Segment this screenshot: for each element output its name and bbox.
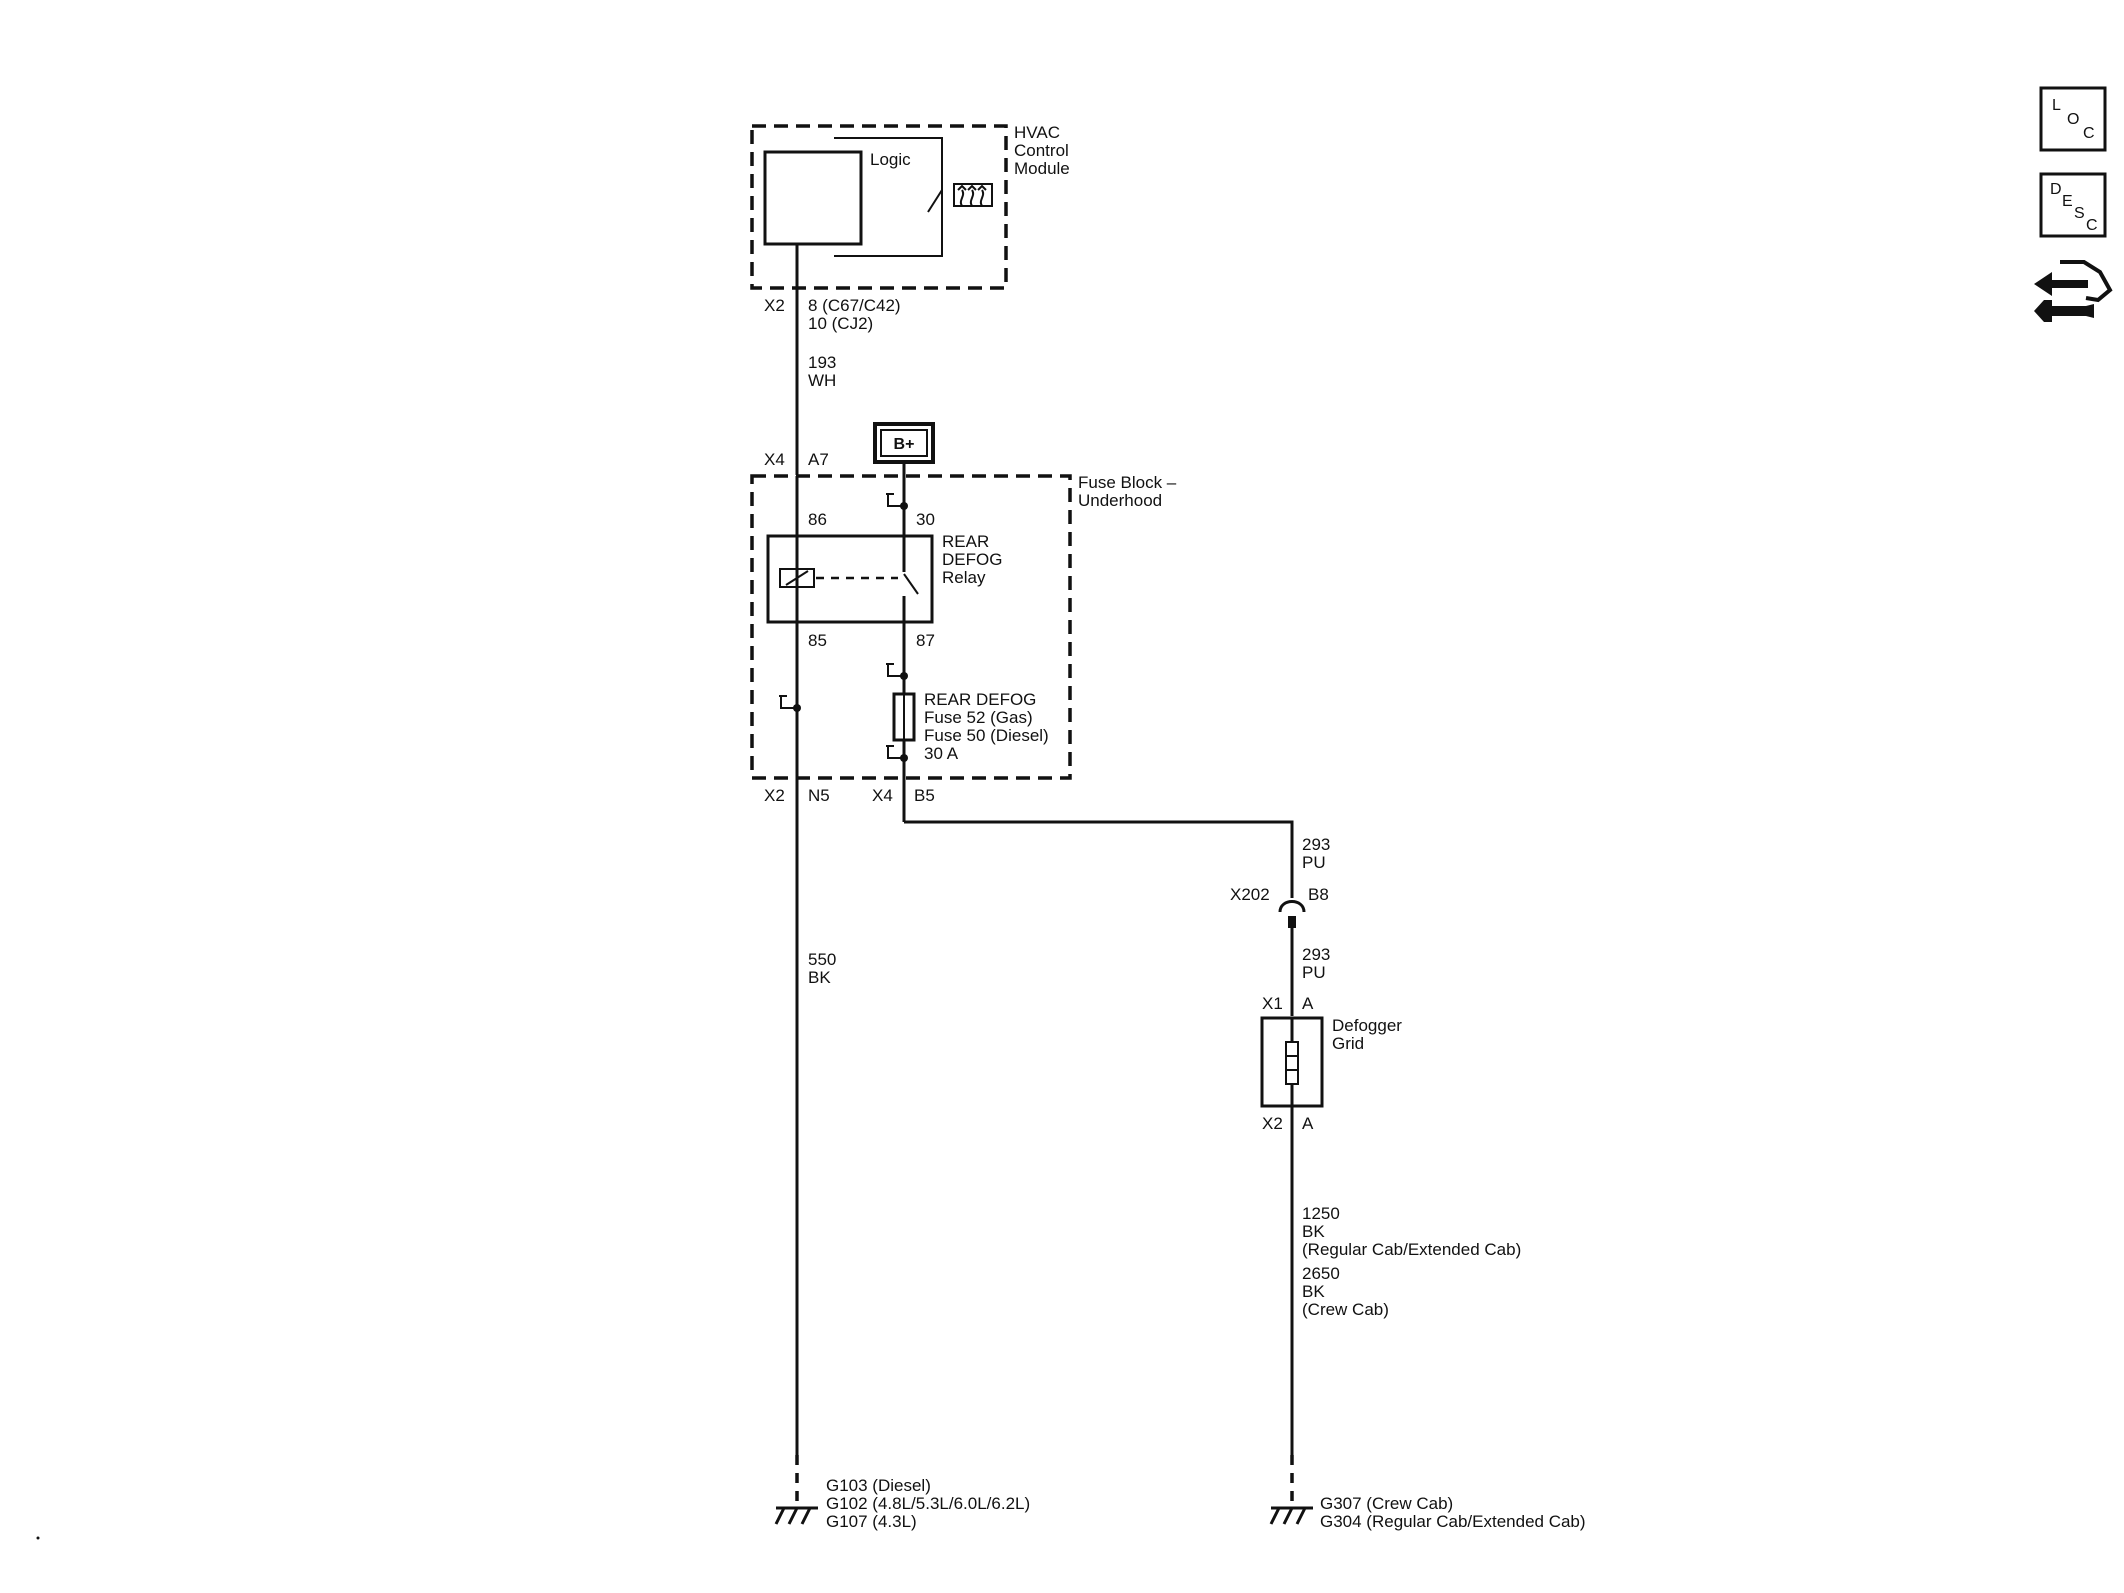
relay-pin-85: 85: [808, 631, 827, 650]
fuse-block-bottom-right-connector: X4: [872, 786, 893, 805]
hvac-pin-line2: 10 (CJ2): [808, 314, 873, 333]
ground-right[interactable]: G307 (Crew Cab) G304 (Regular Cab/Extend…: [1269, 1455, 1586, 1531]
defogger-name-line1: Defogger: [1332, 1016, 1402, 1035]
defogger-top-connector: X1: [1262, 994, 1283, 1013]
defogger-bottom-pin: A: [1302, 1114, 1314, 1133]
ground-right-icon: [1269, 1507, 1307, 1525]
defogger-name-line2: Grid: [1332, 1034, 1364, 1053]
wire-550-gauge: 550: [808, 950, 836, 969]
wire-193-gauge: 193: [808, 353, 836, 372]
wire-293-pu-upper[interactable]: [904, 820, 1294, 898]
wire-293-lower-gauge: 293: [1302, 945, 1330, 964]
description-button[interactable]: D E S C: [2039, 172, 2107, 238]
wire-2650-color: BK: [1302, 1282, 1325, 1301]
defogger-grid[interactable]: X1 A Defogger Grid X2 A: [1260, 994, 1402, 1133]
wire-1250-gauge: 1250: [1302, 1204, 1340, 1223]
fuse-line3: Fuse 50 (Diesel): [924, 726, 1049, 745]
fuse-block-underhood[interactable]: Fuse Block – Underhood: [750, 473, 1177, 780]
fuse-block-outline: [750, 474, 1072, 780]
ground-right-line2: G304 (Regular Cab/Extended Cab): [1320, 1512, 1586, 1531]
defogger-top-pin: A: [1302, 994, 1314, 1013]
rear-defog-fuse[interactable]: REAR DEFOG Fuse 52 (Gas) Fuse 50 (Diesel…: [892, 660, 1049, 822]
hvac-module-outline: [750, 124, 1008, 290]
fuse-block-bottom-right-pin: B5: [914, 786, 935, 805]
ground-left-line2: G102 (4.8L/5.3L/6.0L/6.2L): [826, 1494, 1030, 1513]
fuse-block-name-line2: Underhood: [1078, 491, 1162, 510]
connector-end-view-button[interactable]: [2034, 260, 2113, 322]
fuse-line2: Fuse 52 (Gas): [924, 708, 1033, 727]
wire-2650-note: (Crew Cab): [1302, 1300, 1389, 1319]
inline-connector-pin: B8: [1308, 885, 1329, 904]
location-button[interactable]: L O C: [2039, 86, 2107, 152]
relay-outline: [766, 534, 934, 624]
defogger-element: [1285, 1041, 1299, 1085]
fuse-block-name-line1: Fuse Block –: [1078, 473, 1177, 492]
ground-left-icon: [774, 1507, 812, 1525]
fuse-block-terminals: [779, 493, 908, 762]
wire-193-color: WH: [808, 371, 836, 390]
wire-2650-gauge: 2650: [1302, 1264, 1340, 1283]
connector-end-view-icon: [2034, 260, 2113, 322]
description-button-c: C: [2086, 217, 2098, 234]
hvac-logic-outline: [834, 137, 943, 257]
location-button-o: O: [2067, 111, 2079, 128]
ground-right-line1: G307 (Crew Cab): [1320, 1494, 1453, 1513]
ground-left[interactable]: G103 (Diesel) G102 (4.8L/5.3L/6.0L/6.2L)…: [774, 1455, 1030, 1531]
relay-name-line1: REAR: [942, 532, 989, 551]
fuse-block-bottom-left-connector: X2: [764, 786, 785, 805]
wire-293-upper-color: PU: [1302, 853, 1326, 872]
hvac-switch: [927, 138, 943, 256]
wire-293-upper-gauge: 293: [1302, 835, 1330, 854]
wire-550-color: BK: [808, 968, 831, 987]
description-button-e: E: [2062, 193, 2073, 210]
wire-1250-color: BK: [1302, 1222, 1325, 1241]
ground-left-line3: G107 (4.3L): [826, 1512, 917, 1531]
wire-1250-note: (Regular Cab/Extended Cab): [1302, 1240, 1521, 1259]
relay-switch-contact: [903, 573, 919, 595]
rear-defog-relay[interactable]: 86 30 85 87 REAR DEFOG Relay: [766, 510, 1002, 660]
location-button-c: C: [2083, 125, 2095, 142]
hvac-module-name-line2: Control: [1014, 141, 1069, 160]
ground-left-line1: G103 (Diesel): [826, 1476, 931, 1495]
battery-positive-label: B+: [894, 436, 915, 453]
hvac-connector-label: X2: [764, 296, 785, 315]
hvac-logic-box: [763, 150, 863, 246]
hvac-logic-label: Logic: [870, 150, 911, 169]
location-button-l: L: [2052, 97, 2061, 114]
description-button-s: S: [2074, 205, 2085, 222]
fuse-block-top-left-pin: A7: [808, 450, 829, 469]
hvac-module-name-line3: Module: [1014, 159, 1070, 178]
fuse-name: REAR DEFOG: [924, 690, 1036, 709]
relay-pin-87: 87: [916, 631, 935, 650]
description-button-d: D: [2050, 181, 2062, 198]
relay-pin-86: 86: [808, 510, 827, 529]
inline-connector-x202[interactable]: X202 B8: [1230, 885, 1329, 928]
inline-connector-name: X202: [1230, 885, 1270, 904]
hvac-control-module[interactable]: HVAC Control Module Logic: [750, 123, 1070, 290]
relay-name-line2: DEFOG: [942, 550, 1002, 569]
relay-name-line3: Relay: [942, 568, 986, 587]
rear-defog-icon: [953, 183, 993, 207]
hvac-pin-line1: 8 (C67/C42): [808, 296, 901, 315]
battery-positive-terminal[interactable]: B+: [873, 422, 935, 464]
relay-coil: [779, 568, 815, 588]
hvac-module-name-line1: HVAC: [1014, 123, 1060, 142]
relay-pin-30: 30: [916, 510, 935, 529]
fuse-block-top-left-connector: X4: [764, 450, 785, 469]
defogger-bottom-connector: X2: [1262, 1114, 1283, 1133]
fuse-rating: 30 A: [924, 744, 959, 763]
fuse-block-bottom-left-pin: N5: [808, 786, 830, 805]
wire-293-lower-color: PU: [1302, 963, 1326, 982]
